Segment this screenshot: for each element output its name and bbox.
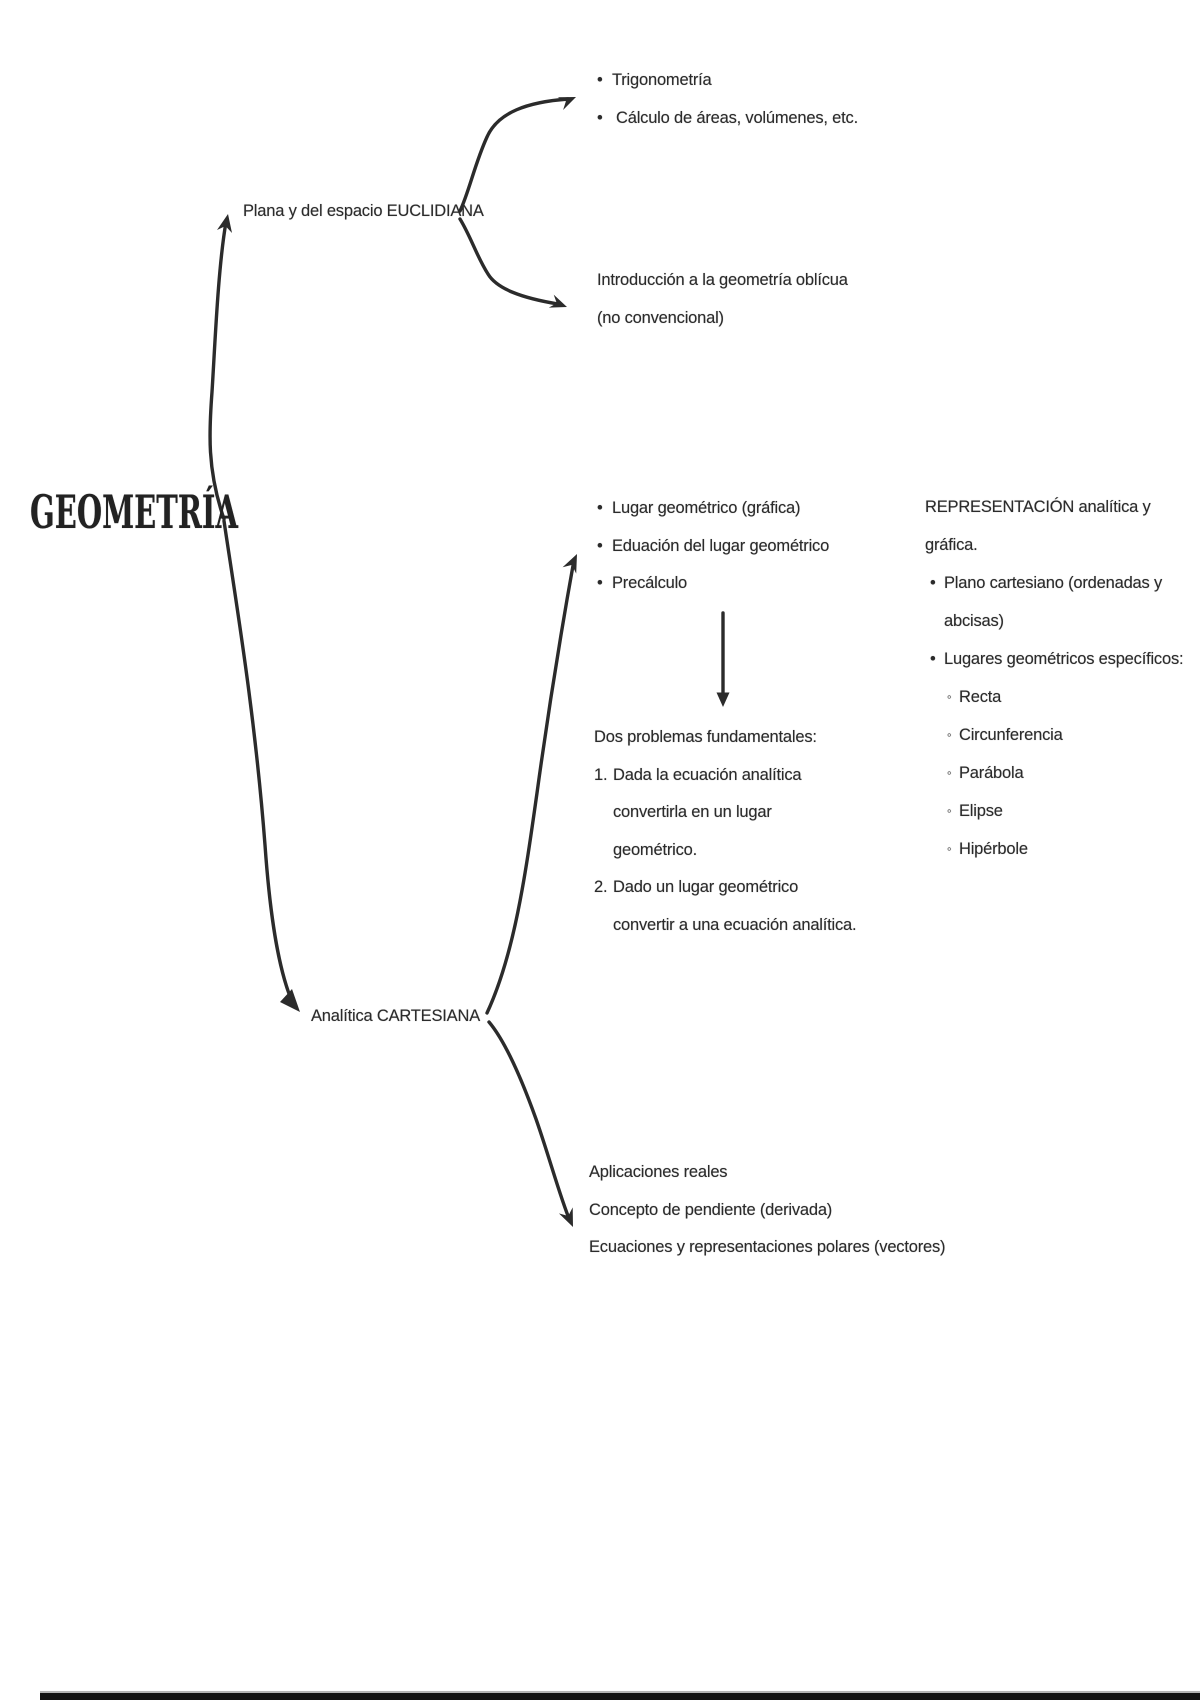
bullet-icon: • [597, 536, 603, 555]
bottom-frame-bar [40, 1691, 1200, 1700]
loci-topics-list: • Lugar geométrico (gráfica) • Eduación … [597, 490, 829, 603]
problem-item: 1. Dada la ecuación analítica [594, 757, 856, 795]
euclid-topic-item: • Cálculo de áreas, volúmenes, etc. [597, 100, 858, 138]
oblique-intro-line: Introducción a la geometría oblícua [597, 271, 848, 289]
bullet-icon: • [930, 574, 936, 592]
arrow-euclidiana-to-topics [458, 97, 570, 213]
arrow-cartesiana-to-loci [485, 558, 576, 1015]
loci-topic-item: • Precálculo [597, 565, 829, 603]
loci-topic-text: Precálculo [612, 574, 688, 592]
representation-title-line: REPRESENTACIÓN analítica y [925, 498, 1151, 516]
problem-line: Dada la ecuación analítica [613, 765, 802, 784]
arrow-root-to-cartesiana [222, 519, 296, 1008]
problem-line: geométrico. [613, 840, 698, 859]
locus-text: Circunferencia [959, 726, 1063, 744]
oblique-intro-line: (no convencional) [597, 308, 724, 327]
locus-text: Recta [959, 688, 1002, 706]
application-line: Concepto de pendiente (derivada) [589, 1200, 833, 1219]
bullet-icon: • [597, 71, 603, 89]
problem-line: convertirla en un lugar [613, 803, 772, 821]
arrowhead-topics [557, 97, 576, 110]
representation-text: Lugares geométricos específicos: [944, 650, 1184, 668]
arrowhead-applications [558, 1207, 573, 1227]
sub-bullet-icon: ◦ [947, 727, 952, 742]
bullet-icon: • [597, 499, 603, 517]
euclid-topic-text: Cálculo de áreas, volúmenes, etc. [616, 108, 858, 127]
node-cartesiana: Analítica CARTESIANA [311, 1007, 481, 1025]
arrowhead-oblique [548, 294, 567, 308]
arrow-root-to-euclidiana [208, 220, 228, 521]
problem-line: Dado un lugar geométrico [613, 878, 799, 896]
loci-topic-item: • Eduación del lugar geométrico [597, 528, 829, 566]
application-line: Ecuaciones y representaciones polares (v… [589, 1238, 946, 1256]
euclid-topics-list: • Trigonometría • Cálculo de áreas, volú… [597, 62, 858, 137]
euclid-topic-text: Trigonometría [612, 71, 712, 89]
arrowhead-euclidiana [217, 214, 232, 233]
problem-number: 1. [594, 765, 608, 784]
application-line: Aplicaciones reales [589, 1163, 728, 1181]
oblique-intro-block: Introducción a la geometría oblícua (no … [597, 262, 848, 337]
locus-item: ◦ Circunferencia [947, 716, 1183, 754]
locus-text: Parábola [959, 764, 1024, 782]
sub-bullet-icon: ◦ [947, 689, 952, 704]
bullet-icon: • [597, 108, 603, 127]
bullet-icon: • [930, 650, 936, 668]
locus-item: ◦ Hipérbole [947, 830, 1183, 868]
representation-bullet-lugares: • Lugares geométricos específicos: [925, 640, 1184, 678]
bullet-icon: • [597, 574, 603, 592]
arrowhead-loci [562, 554, 577, 574]
arrow-euclidiana-to-oblique [458, 217, 560, 306]
arrowhead-problems [716, 692, 730, 707]
problem-line: convertir a una ecuación analítica. [613, 915, 857, 934]
arrowhead-cartesiana [280, 989, 300, 1012]
representation-text: abcisas) [944, 612, 1004, 630]
representation-bullet-plano: • Plano cartesiano (ordenadas y [925, 564, 1183, 602]
problems-block: Dos problemas fundamentales: 1. Dada la … [594, 719, 857, 944]
euclid-topic-item: • Trigonometría [597, 62, 858, 100]
locus-text: Elipse [959, 802, 1003, 820]
locus-text: Hipérbole [959, 840, 1028, 858]
sub-bullet-icon: ◦ [947, 841, 952, 856]
problem-number: 2. [594, 878, 608, 896]
loci-topic-text: Lugar geométrico (gráfica) [612, 499, 801, 517]
problems-title: Dos problemas fundamentales: [594, 728, 817, 746]
representation-block: REPRESENTACIÓN analítica y gráfica. • Pl… [925, 488, 1184, 868]
representation-title-line: gráfica. [925, 536, 978, 554]
sub-bullet-icon: ◦ [947, 765, 952, 780]
locus-item: ◦ Parábola [947, 754, 1183, 792]
loci-topic-text: Eduación del lugar geométrico [612, 536, 830, 555]
sub-bullet-icon: ◦ [947, 803, 952, 818]
representation-text: Plano cartesiano (ordenadas y [944, 574, 1163, 592]
locus-item: ◦ Elipse [947, 792, 1183, 830]
applications-block: Aplicaciones reales Concepto de pendient… [589, 1154, 946, 1267]
loci-topic-item: • Lugar geométrico (gráfica) [597, 490, 829, 528]
node-euclidiana: Plana y del espacio EUCLIDIANA [243, 202, 484, 220]
problem-item: 2. Dado un lugar geométrico [594, 869, 856, 907]
root-node-geometria: GEOMETRÍA [30, 485, 238, 539]
locus-item: ◦ Recta [947, 678, 1183, 716]
arrow-cartesiana-to-applications [487, 1020, 572, 1223]
